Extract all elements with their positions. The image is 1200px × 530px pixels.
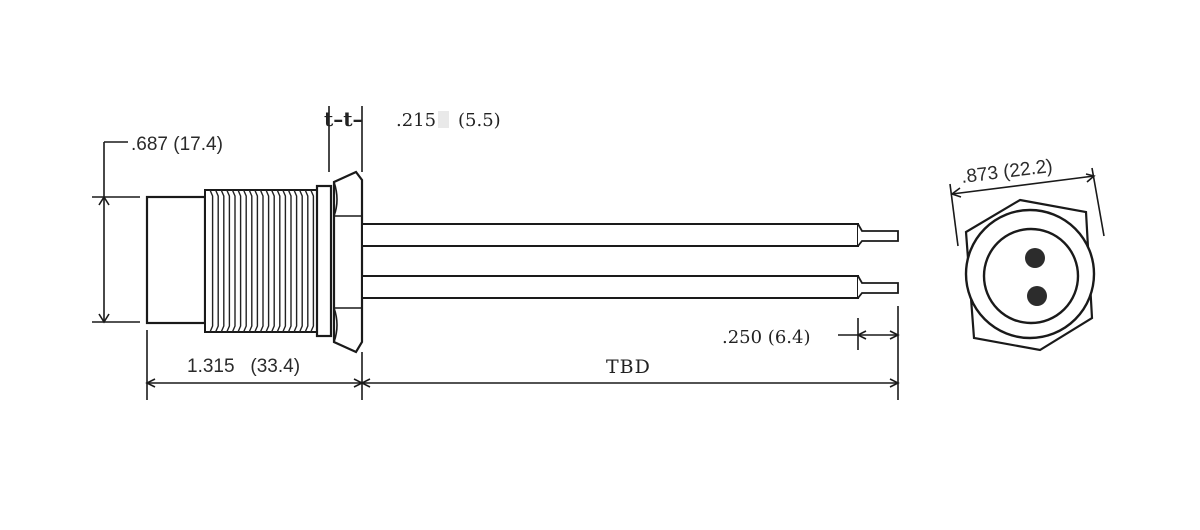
label-smudge bbox=[438, 111, 449, 128]
thread-section bbox=[204, 189, 318, 333]
thread-line bbox=[237, 189, 242, 333]
dimension-nut-width: t–t– .215 (5.5) bbox=[324, 106, 501, 172]
thread-line bbox=[254, 189, 259, 333]
thread-line bbox=[293, 189, 298, 333]
inner-circle bbox=[982, 227, 1080, 325]
side-view bbox=[145, 170, 899, 354]
thread-line bbox=[304, 189, 309, 333]
thread-line bbox=[259, 189, 264, 333]
body-end-cap bbox=[145, 195, 207, 325]
label-lead-length: TBD bbox=[606, 356, 651, 378]
dimension-body-diameter: .687 (17.4) bbox=[92, 134, 223, 324]
thread-line bbox=[276, 189, 281, 333]
thread-line bbox=[298, 189, 303, 333]
pin-lower bbox=[1027, 286, 1047, 306]
thread-line bbox=[270, 189, 275, 333]
hex-nut-side bbox=[332, 170, 364, 354]
label-body-length: 1.315 (33.4) bbox=[187, 356, 300, 377]
label-nut-width: .215 bbox=[396, 110, 436, 131]
lead-wire-upper bbox=[361, 223, 899, 247]
pin-upper bbox=[1025, 248, 1045, 268]
thread-line bbox=[209, 189, 214, 333]
dimension-lead-length: TBD bbox=[360, 306, 900, 400]
thread-line bbox=[310, 189, 315, 333]
thread-line bbox=[287, 189, 292, 333]
thread-line bbox=[248, 189, 253, 333]
thread-line bbox=[231, 189, 236, 333]
shoulder bbox=[315, 184, 333, 338]
thread-line bbox=[220, 189, 225, 333]
thread-line bbox=[214, 189, 219, 333]
dimension-strip-length: .250 (6.4) bbox=[722, 318, 900, 350]
label-nut-width-mm: (5.5) bbox=[458, 110, 501, 131]
thread-line bbox=[226, 189, 231, 333]
thread-line bbox=[265, 189, 270, 333]
label-strip-length: .250 (6.4) bbox=[722, 327, 810, 348]
label-nut-width-marks: t–t– bbox=[324, 107, 362, 131]
label-body-diameter: .687 (17.4) bbox=[131, 134, 223, 155]
lead-wire-lower bbox=[361, 275, 899, 299]
thread-line bbox=[242, 189, 247, 333]
thread-line bbox=[282, 189, 287, 333]
dimension-body-length: 1.315 (33.4) bbox=[145, 330, 364, 400]
end-view bbox=[964, 198, 1096, 352]
